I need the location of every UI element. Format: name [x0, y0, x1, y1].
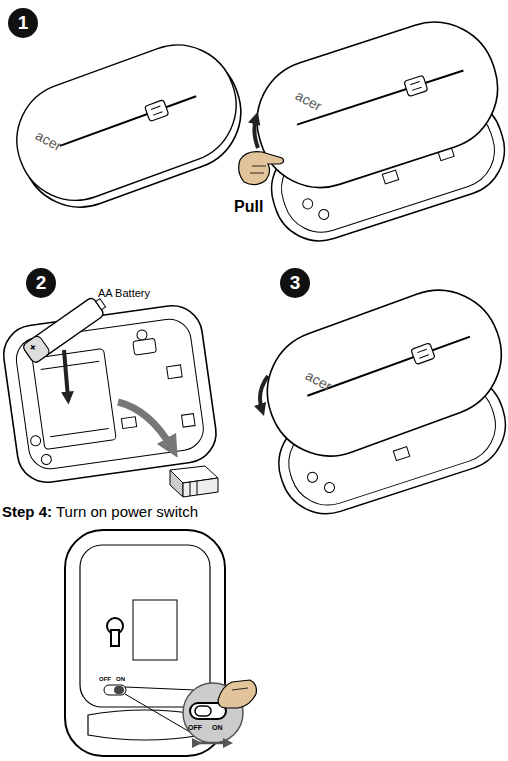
switch-label: ON: [212, 724, 223, 731]
mouse-base-part: [317, 208, 330, 221]
mouse-base-part: [382, 170, 398, 184]
leader-line: [125, 687, 195, 690]
mouse-bottom-view-part: [111, 630, 119, 646]
mouse-bottom-view-part: [80, 545, 210, 707]
mouse-closed-part: [1, 29, 253, 217]
mouse-top-shell-part: [412, 87, 422, 90]
mouse-bottom-view-part: [133, 600, 177, 660]
usb-receiver-part: [190, 482, 191, 496]
mouse-closed-part: [60, 96, 196, 146]
mouse-top-shell-part: [419, 355, 428, 358]
battery-tray-part: [121, 417, 136, 429]
mouse-base-part: [323, 481, 336, 494]
step-circle-fill: [26, 268, 56, 298]
mouse-base-part: [301, 198, 314, 211]
mouse-top-shell-part: [250, 273, 508, 473]
mouse-top-shell-part: [307, 337, 470, 396]
switch-magnifier-part: [197, 742, 228, 745]
switch-magnifier-part: [195, 706, 211, 716]
step-heading: Step 4:: [2, 504, 52, 519]
hand-icon: [218, 680, 256, 708]
action-label: Pull: [234, 199, 263, 215]
switch-label: OFF: [188, 724, 202, 731]
usb-receiver-part: [170, 470, 183, 497]
part-name: AA Battery: [98, 288, 150, 299]
mouse-top-shell-part: [417, 349, 426, 352]
aa-battery-part: [22, 334, 51, 363]
battery-tray-part: [133, 338, 157, 355]
mouse-top-shell-part: [297, 71, 463, 125]
battery-tray-part: [0, 302, 220, 486]
hand-icon-part: [218, 680, 256, 708]
mouse-base-part: [393, 447, 409, 461]
battery-tray-part: [41, 454, 52, 465]
battery-tray-part: [14, 316, 207, 471]
mouse-top-shell: [250, 273, 508, 473]
switch-label: ON: [116, 676, 125, 682]
step-number: 2: [26, 268, 56, 298]
mouse-top-shell-part: [241, 6, 508, 203]
close-arrow: [260, 376, 268, 410]
battery-tray-part: [32, 348, 116, 449]
insert-arrow: [64, 350, 68, 398]
battery-tray-part: [136, 329, 147, 340]
mouse-top-shell-part: [410, 82, 420, 85]
battery-tray-part: [167, 365, 183, 379]
mouse-closed-part: [145, 100, 169, 122]
switch-label: OFF: [99, 676, 111, 682]
step-number-text: 3: [280, 268, 310, 298]
step-number: 1: [8, 8, 38, 38]
battery-tray-part: [50, 429, 108, 437]
battery-tray: [0, 302, 220, 486]
remove-arrow: [118, 402, 172, 448]
hand-icon-part: [252, 166, 266, 167]
step-instruction: Turn on power switch: [56, 504, 198, 519]
mouse-top-shell: [241, 6, 508, 203]
mouse-base-part: [306, 471, 319, 484]
usb-receiver-part: [183, 478, 218, 497]
aa-battery-part: [96, 299, 106, 310]
step-number-text: 1: [8, 8, 38, 38]
step-number: 3: [280, 268, 310, 298]
mouse-top-shell-part: [411, 343, 435, 365]
mouse-top-shell-part: [404, 75, 428, 96]
usb-receiver-part: [197, 481, 198, 495]
mouse-closed: [1, 28, 257, 224]
hand-icon-part: [232, 688, 248, 690]
step-number-text: 2: [26, 268, 56, 298]
hand-icon: [239, 152, 284, 185]
pull-arrow: [254, 118, 258, 148]
usb-receiver: [170, 466, 218, 497]
step-circle-fill: [8, 8, 38, 38]
step-circle-fill: [280, 268, 310, 298]
battery-tray-part: [30, 435, 41, 446]
hand-icon-part: [250, 173, 264, 174]
mouse-bottom-view-part: [114, 686, 124, 694]
hand-icon-part: [239, 152, 284, 185]
mouse-closed-part: [151, 106, 160, 109]
battery-tray-part: [182, 414, 196, 428]
mouse-closed-part: [153, 112, 162, 115]
mouse-bottom-view-part: [104, 685, 126, 695]
battery-tray-part: [41, 361, 99, 369]
